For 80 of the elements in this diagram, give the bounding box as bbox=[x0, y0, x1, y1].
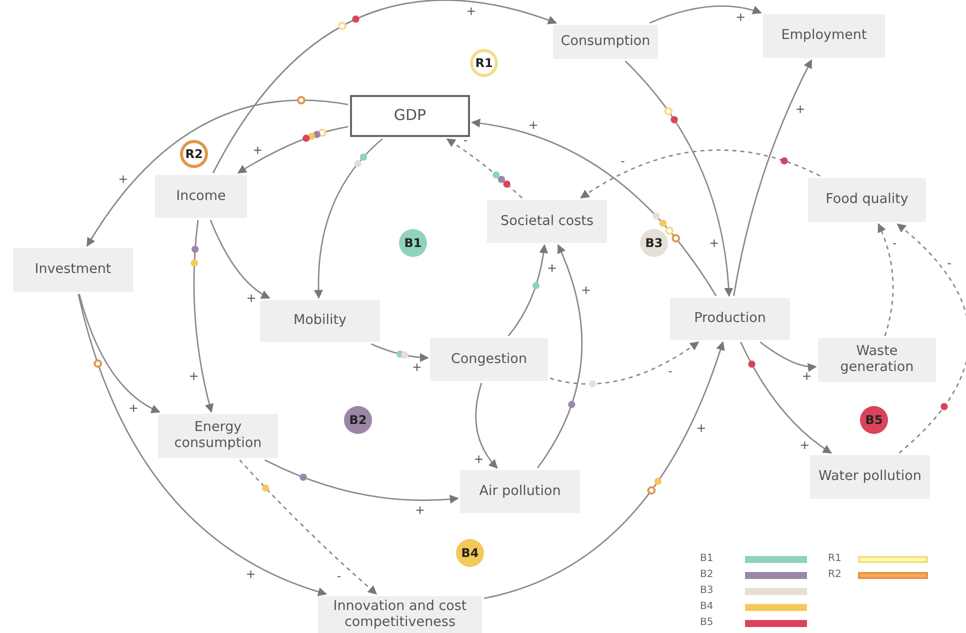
arrow bbox=[314, 138, 383, 299]
polarity-label: + bbox=[800, 439, 810, 452]
variable-box: Consumption bbox=[553, 25, 658, 59]
dashed-arrow bbox=[580, 149, 820, 199]
arrow bbox=[264, 459, 459, 504]
variable-box: Congestion bbox=[430, 338, 548, 381]
polarity-label: - bbox=[892, 236, 897, 249]
polarity-label: + bbox=[795, 102, 806, 115]
polarity-label: + bbox=[246, 568, 256, 580]
arrow bbox=[624, 60, 733, 297]
loop-badge: R1 bbox=[470, 49, 498, 77]
dashed-arrow bbox=[550, 341, 700, 385]
polarity-label: + bbox=[546, 262, 558, 274]
legend-label: R2 bbox=[828, 569, 842, 580]
variable-box: GDP bbox=[350, 95, 470, 137]
polarity-label: + bbox=[412, 361, 422, 374]
polarity-label: + bbox=[466, 5, 476, 18]
variable-box: Societal costs bbox=[487, 200, 607, 243]
legend-label: B2 bbox=[700, 569, 714, 580]
variable-box: Investment bbox=[13, 248, 133, 292]
polarity-label: - bbox=[947, 257, 952, 270]
arrow bbox=[649, 5, 762, 24]
variable-box: Food quality bbox=[808, 178, 926, 222]
legend-label: R1 bbox=[828, 553, 842, 564]
polarity-label: + bbox=[709, 237, 720, 250]
dashed-arrow bbox=[896, 223, 966, 454]
polarity-label: + bbox=[736, 11, 746, 24]
arrow bbox=[508, 244, 548, 336]
loop-badge: B2 bbox=[344, 406, 372, 434]
dashed-arrow bbox=[239, 460, 378, 595]
loop-badge: B1 bbox=[399, 229, 427, 257]
polarity-label: - bbox=[336, 570, 342, 582]
polarity-label: + bbox=[415, 504, 426, 516]
legend-label: B5 bbox=[700, 617, 714, 628]
arrow bbox=[475, 382, 498, 469]
arrow bbox=[760, 341, 817, 372]
variable-box: Air pollution bbox=[460, 470, 580, 513]
arrow bbox=[740, 342, 832, 454]
arrow bbox=[193, 220, 214, 413]
variable-box: Innovation and cost competitiveness bbox=[318, 596, 482, 633]
polarity-label: + bbox=[252, 144, 263, 156]
variable-box: Employment bbox=[763, 14, 885, 58]
variable-box: Water pollution bbox=[810, 455, 930, 499]
polarity-label: + bbox=[528, 118, 538, 131]
loop-badge: R2 bbox=[180, 140, 208, 168]
arrow bbox=[237, 126, 348, 174]
polarity-label: - bbox=[668, 364, 672, 377]
legend-label: B3 bbox=[700, 585, 714, 596]
polarity-label: + bbox=[118, 173, 128, 186]
dashed-arrow bbox=[446, 138, 523, 199]
polarity-label: + bbox=[188, 370, 199, 382]
variable-box: Energy consumption bbox=[158, 414, 278, 458]
arrow bbox=[212, 0, 558, 174]
arrow bbox=[733, 59, 812, 296]
loop-badge: B3 bbox=[640, 229, 668, 257]
variable-box: Income bbox=[155, 175, 247, 218]
dashed-arrow bbox=[878, 223, 894, 336]
arrow bbox=[210, 220, 270, 299]
polarity-label: - bbox=[620, 155, 625, 168]
arrow bbox=[536, 244, 583, 468]
loop-badge: B5 bbox=[860, 406, 888, 434]
variable-box: Waste generation bbox=[818, 338, 936, 382]
polarity-label: - bbox=[463, 134, 468, 146]
polarity-label: + bbox=[802, 370, 812, 382]
legend-label: B1 bbox=[700, 553, 714, 564]
arrow bbox=[78, 294, 160, 413]
variable-box: Mobility bbox=[260, 300, 380, 342]
arrow bbox=[78, 294, 328, 596]
polarity-label: + bbox=[474, 453, 484, 466]
arrow bbox=[471, 119, 717, 296]
polarity-label: + bbox=[580, 284, 592, 296]
legend-label: B4 bbox=[700, 601, 714, 612]
polarity-label: + bbox=[128, 402, 139, 414]
variable-box: Production bbox=[670, 298, 790, 340]
arrow bbox=[86, 100, 348, 247]
arrow bbox=[484, 341, 725, 600]
arrow bbox=[371, 343, 429, 362]
polarity-label: + bbox=[696, 422, 706, 434]
polarity-label: + bbox=[246, 292, 256, 304]
loop-badge: B4 bbox=[456, 539, 484, 567]
